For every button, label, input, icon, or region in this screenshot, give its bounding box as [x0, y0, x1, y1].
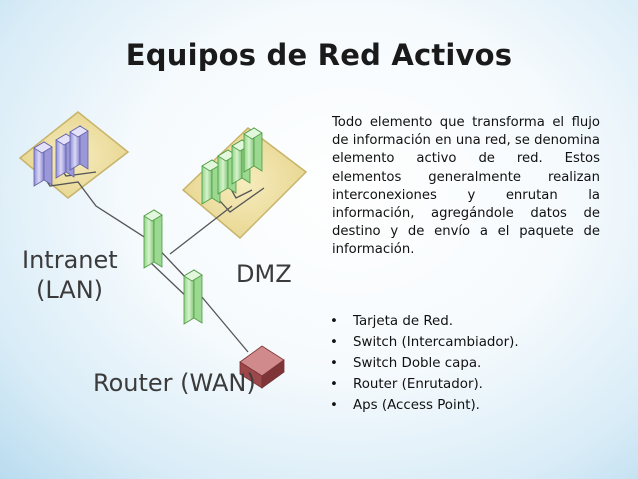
bullet-text: Tarjeta de Red.: [353, 314, 454, 329]
bullet-item: • Switch (Intercambiador).: [330, 332, 519, 353]
bullet-icon: •: [330, 356, 338, 371]
bullet-text: Switch (Intercambiador).: [353, 335, 519, 350]
bullet-item: • Tarjeta de Red.: [330, 311, 519, 332]
bullet-item: • Aps (Access Point).: [330, 395, 519, 416]
bullet-icon: •: [330, 335, 338, 350]
bullet-icon: •: [330, 314, 338, 329]
bullet-icon: •: [330, 377, 338, 392]
slide-title: Equipos de Red Activos: [125, 38, 513, 72]
lan-server-1-icon: [33, 141, 53, 187]
intranet-label: Intranet: [22, 246, 118, 274]
firewall-1-icon: [143, 209, 163, 269]
bullet-text: Switch Doble capa.: [353, 356, 482, 371]
lan-label: (LAN): [36, 276, 103, 304]
lan-server-3-icon: [69, 125, 89, 171]
bullet-text: Router (Enrutador).: [353, 377, 483, 392]
bullet-text: Aps (Access Point).: [353, 398, 480, 413]
bullet-item: • Router (Enrutador).: [330, 374, 519, 395]
bullet-list: • Tarjeta de Red. • Switch (Intercambiador…: [330, 311, 519, 416]
description-paragraph: Todo elemento que transforma el flujo de…: [332, 115, 600, 258]
bullet-icon: •: [330, 398, 338, 413]
dmz-label: DMZ: [236, 260, 292, 288]
bullet-item: • Switch Doble capa.: [330, 353, 519, 374]
router-icon: [239, 345, 285, 389]
firewall-2-icon: [183, 269, 203, 325]
dmz-zone: [181, 127, 308, 240]
dmz-server-4-icon: [243, 127, 263, 173]
router-wan-label: Router (WAN): [93, 369, 256, 397]
dmz-server-1-icon: [201, 159, 221, 205]
